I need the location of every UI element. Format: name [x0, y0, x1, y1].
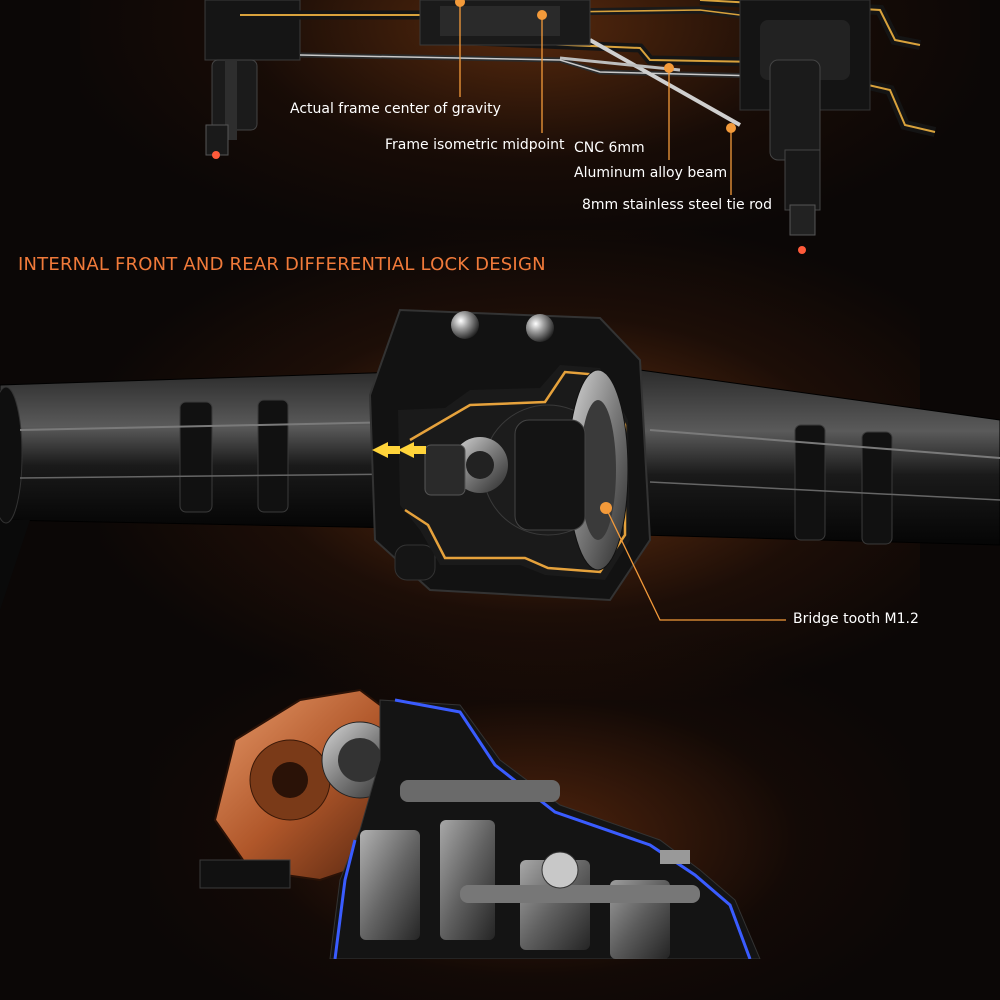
callout-bridge-tooth: Bridge tooth M1.2 — [793, 611, 919, 627]
top-callout-lines — [455, 0, 736, 195]
section-heading: INTERNAL FRONT AND REAR DIFFERENTIAL LOC… — [18, 254, 546, 275]
callout-isometric-midpoint: Frame isometric midpoint — [385, 137, 565, 153]
callout-cnc: CNC 6mm — [574, 140, 645, 156]
callout-beam: Aluminum alloy beam — [574, 165, 728, 181]
product-illustration — [0, 0, 1000, 959]
axle-assembly — [0, 308, 1000, 621]
transmission-assembly — [199, 688, 761, 959]
chassis-frame — [204, 0, 937, 254]
callout-tie-rod: 8mm stainless steel tie rod — [582, 197, 772, 213]
callout-center-of-gravity: Actual frame center of gravity — [290, 101, 501, 117]
